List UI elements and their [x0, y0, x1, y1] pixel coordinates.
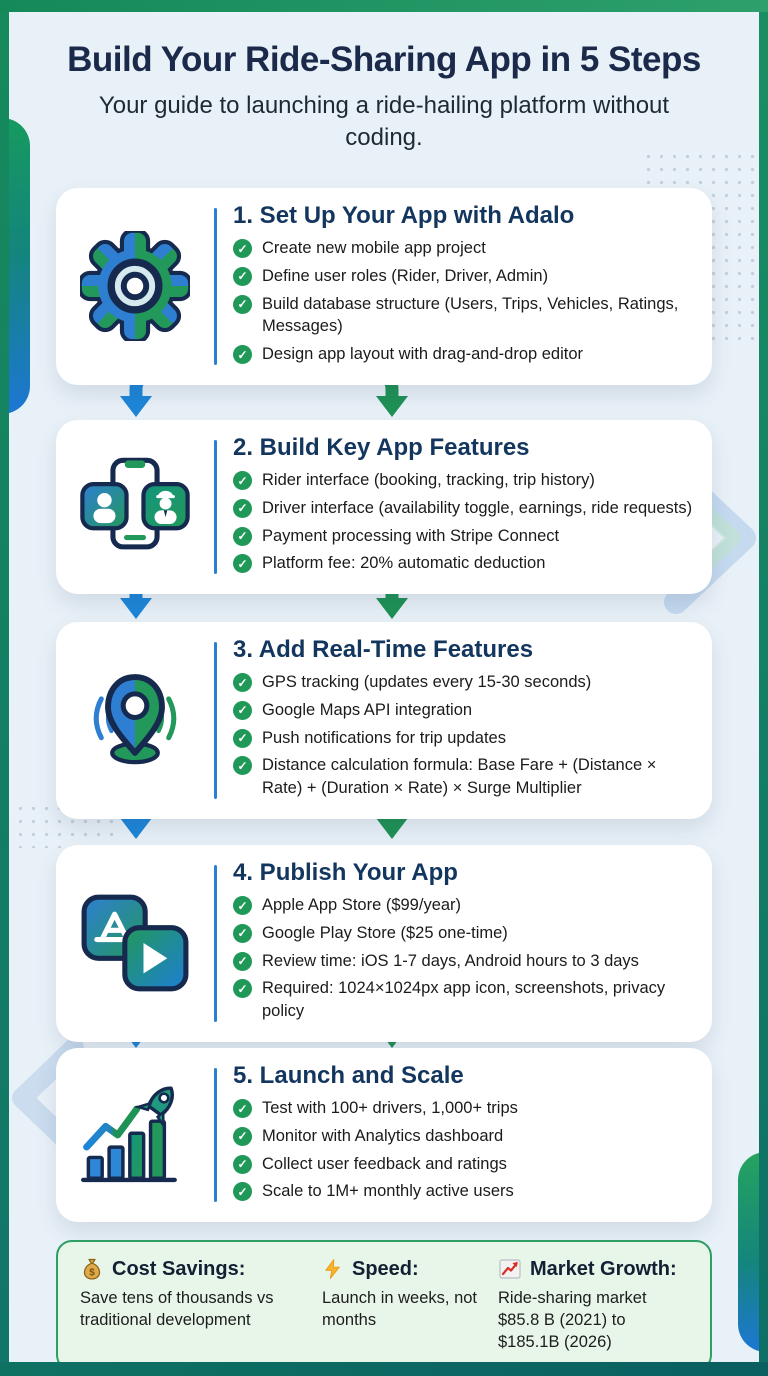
chart-up-icon [499, 1259, 521, 1279]
step-card-1: 1. Set Up Your App with Adalo Create new… [56, 188, 712, 385]
page-title: Build Your Ride-Sharing App in 5 Steps [67, 40, 701, 79]
check-icon [233, 951, 252, 971]
money-bag-icon: $ [83, 1258, 101, 1280]
bottom-frame-bar [0, 1362, 768, 1376]
check-icon [233, 728, 252, 748]
step-bullet: Google Play Store ($25 one-time) [262, 923, 508, 942]
check-icon [233, 673, 252, 692]
step-bullet: Platform fee: 20% automatic deduction [262, 554, 546, 573]
step-bullet: Required: 1024×1024px app icon, screensh… [262, 979, 666, 1021]
check-icon [233, 471, 252, 490]
step-bullet: Driver interface (availability toggle, e… [262, 498, 693, 517]
stat-text: Launch in weeks, not months [322, 1289, 478, 1329]
card-divider [214, 1068, 217, 1203]
card-divider [214, 440, 217, 575]
step-card-4: 4. Publish Your App Apple App Store ($99… [56, 845, 712, 1042]
growth-rocket-icon [81, 1086, 177, 1183]
step-title: 5. Launch and Scale [233, 1062, 464, 1089]
check-icon [233, 756, 252, 776]
lightning-icon [325, 1259, 340, 1279]
stat-label: Speed: [352, 1257, 419, 1280]
stat-market-growth: Market Growth: Ride-sharing market $85.8… [498, 1257, 688, 1354]
page-subtitle: Your guide to launching a ride-hailing p… [98, 92, 670, 151]
step-bullet: Scale to 1M+ monthly active users [262, 1182, 514, 1201]
check-icon [233, 979, 252, 999]
step-card-3: 3. Add Real-Time Features GPS tracking (… [56, 622, 712, 819]
step-bullet: Google Maps API integration [262, 700, 473, 719]
check-icon [233, 345, 252, 365]
check-icon [233, 554, 252, 574]
step-bullet: Collect user feedback and ratings [262, 1154, 507, 1173]
check-icon [233, 266, 252, 286]
step-bullet: Define user roles (Rider, Driver, Admin) [262, 266, 549, 285]
step-title: 4. Publish Your App [233, 859, 458, 886]
card-divider [214, 208, 217, 365]
stat-label: Cost Savings: [112, 1257, 246, 1280]
card-divider [214, 865, 217, 1022]
step-bullet: Rider interface (booking, tracking, trip… [262, 471, 595, 489]
step-bullet: Apple App Store ($99/year) [262, 896, 462, 914]
step-bullet: Payment processing with Stripe Connect [262, 526, 560, 545]
check-icon [233, 239, 252, 258]
location-pin-icon [93, 674, 177, 765]
step-bullet: Monitor with Analytics dashboard [262, 1126, 504, 1145]
step-bullet: Build database structure (Users, Trips, … [262, 294, 679, 336]
check-icon [233, 498, 252, 518]
step-title: 1. Set Up Your App with Adalo [233, 202, 575, 229]
svg-text:$: $ [89, 1268, 95, 1279]
check-icon [233, 294, 252, 314]
step-card-2: 2. Build Key App Features Rider interfac… [56, 420, 712, 595]
right-frame-bar [759, 0, 768, 1376]
stats-panel: $ Cost Savings: Save tens of thousands v… [56, 1240, 712, 1371]
card-divider [214, 642, 217, 799]
step-bullet: Design app layout with drag-and-drop edi… [262, 345, 584, 364]
step-title: 2. Build Key App Features [233, 434, 530, 461]
check-icon [233, 1154, 252, 1174]
check-icon [233, 896, 252, 915]
step-bullet: GPS tracking (updates every 15-30 second… [262, 673, 592, 691]
phones-users-icon [80, 457, 190, 550]
step-bullet: Test with 100+ drivers, 1,000+ trips [262, 1099, 518, 1117]
gear-icon [80, 231, 190, 342]
check-icon [233, 526, 252, 546]
step-bullet: Distance calculation formula: Base Fare … [262, 756, 657, 798]
check-icon [233, 1126, 252, 1146]
left-frame-bar [0, 0, 9, 1376]
step-title: 3. Add Real-Time Features [233, 636, 534, 663]
stat-speed: Speed: Launch in weeks, not months [322, 1257, 484, 1354]
stat-cost-savings: $ Cost Savings: Save tens of thousands v… [80, 1257, 308, 1354]
check-icon [233, 1182, 252, 1202]
app-stores-icon [81, 895, 189, 992]
stat-text: Ride-sharing market $85.8 B (2021) to $1… [498, 1289, 647, 1351]
top-frame-bar [0, 0, 768, 12]
check-icon [233, 1099, 252, 1118]
stat-text: Save tens of thousands vs traditional de… [80, 1289, 274, 1329]
check-icon [233, 700, 252, 720]
stat-label: Market Growth: [530, 1257, 677, 1280]
check-icon [233, 923, 252, 943]
step-bullet: Review time: iOS 1-7 days, Android hours… [262, 951, 639, 970]
step-bullet: Create new mobile app project [262, 239, 486, 257]
step-card-5: 5. Launch and Scale Test with 100+ drive… [56, 1048, 712, 1223]
step-bullet: Push notifications for trip updates [262, 728, 506, 747]
